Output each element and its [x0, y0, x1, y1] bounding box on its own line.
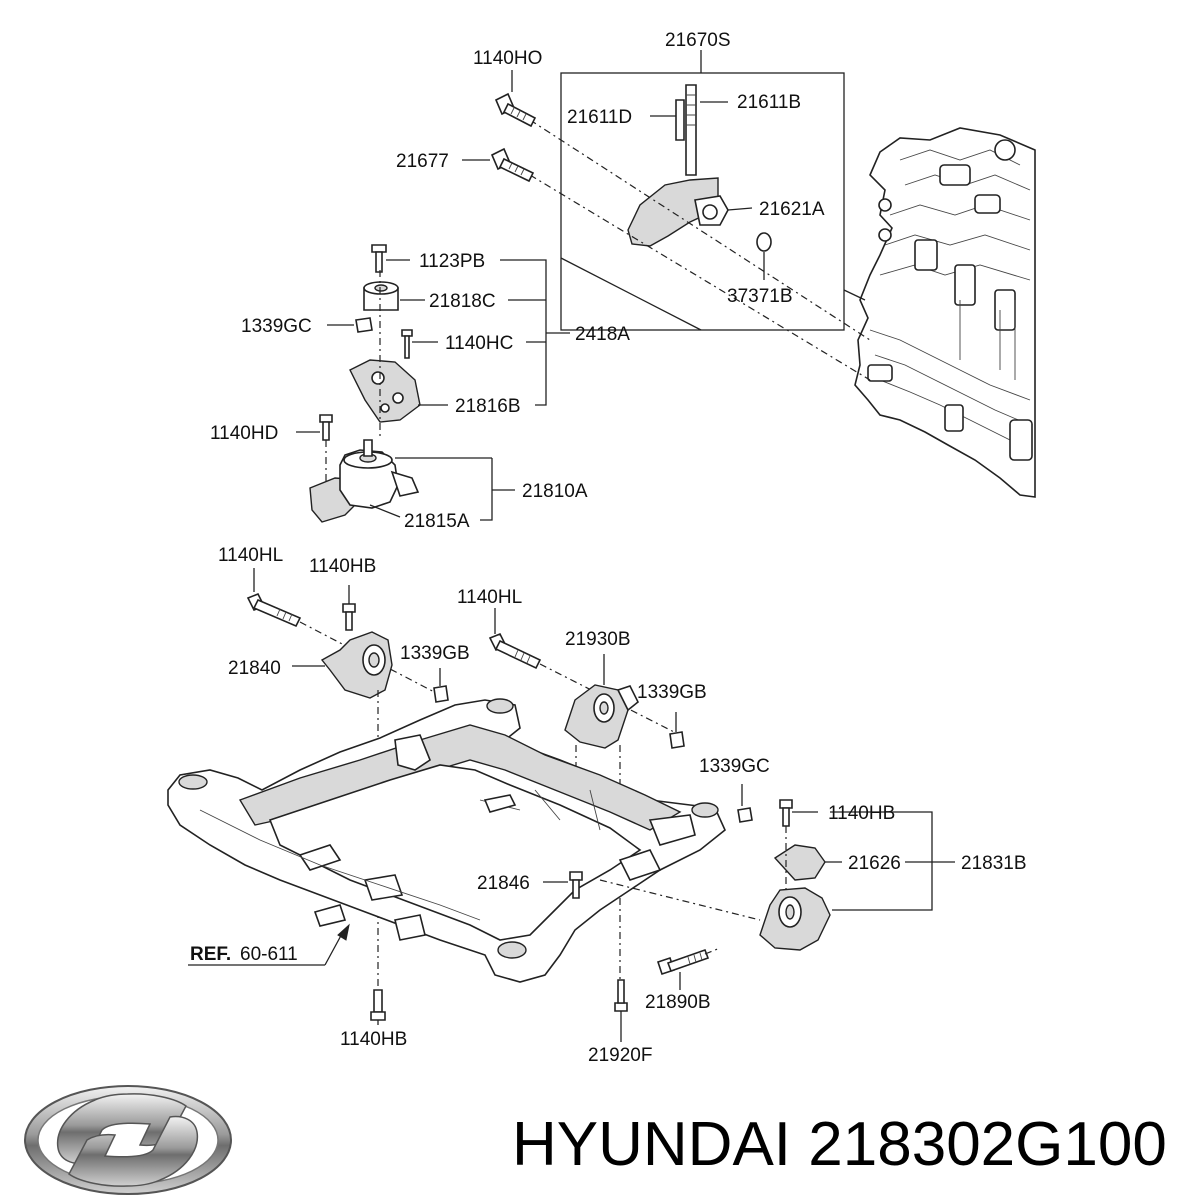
stud-21611D [675, 99, 685, 141]
label-1339GC-right: 1339GC [699, 756, 770, 777]
label-21621A: 21621A [759, 199, 825, 220]
brand-name: HYUNDAI [512, 1110, 792, 1179]
bolt-1140HO [494, 70, 537, 128]
label-21670S: 21670S [665, 30, 731, 51]
engine-mount-21810A [309, 439, 515, 523]
label-21677: 21677 [396, 151, 449, 172]
label-1140HL-mid: 1140HL [457, 587, 522, 608]
bolt-1140HB-bottom [370, 989, 386, 1025]
label-21890B: 21890B [645, 992, 711, 1013]
bolt-21890B [656, 947, 721, 990]
stud-21611B [685, 84, 697, 176]
bolt-1140HD [296, 414, 333, 520]
label-21816B: 21816B [455, 396, 521, 417]
mount-assembly-2418A [327, 244, 570, 440]
label-1339GB-left: 1339GB [400, 643, 470, 664]
label-21920F: 21920F [588, 1045, 652, 1066]
label-21611B: 21611B [737, 92, 801, 113]
bracket-group-box [560, 72, 845, 331]
label-1140HB-bottom: 1140HB [340, 1029, 407, 1050]
label-1140HB-top: 1140HB [309, 556, 376, 577]
label-1123PB: 1123PB [419, 251, 485, 272]
label-37371B: 37371B [727, 286, 793, 307]
label-1140HL-left: 1140HL [218, 545, 283, 566]
hyundai-logo [24, 1085, 232, 1195]
label-ref-number: 60-611 [240, 944, 298, 965]
mount-21831B [599, 784, 955, 951]
label-ref-prefix: REF. [190, 944, 231, 965]
subframe-illustration [167, 698, 726, 983]
label-1140HO: 1140HO [473, 48, 542, 69]
bracket-assembly-21670S [529, 50, 871, 381]
bolt-21846 [543, 871, 583, 899]
mount-21840 [246, 568, 449, 1020]
label-1140HD: 1140HD [210, 423, 278, 444]
label-21840: 21840 [228, 658, 281, 679]
label-21831B: 21831B [961, 853, 1027, 874]
label-1140HB-right: 1140HB [828, 803, 895, 824]
label-21611D: 21611D [567, 107, 632, 128]
label-21846: 21846 [477, 873, 530, 894]
label-21810A: 21810A [522, 481, 588, 502]
label-21626: 21626 [848, 853, 901, 874]
washer-37371B [756, 232, 772, 252]
label-1339GB-right: 1339GB [637, 682, 707, 703]
ref-arrow [188, 923, 350, 966]
engine-block-illustration [854, 127, 1036, 498]
label-21930B: 21930B [565, 629, 631, 650]
bolt-21677 [462, 147, 535, 183]
label-2418A: 2418A [575, 324, 630, 345]
label-1339GC-top: 1339GC [241, 316, 312, 337]
label-21818C: 21818C [429, 291, 496, 312]
label-21815A: 21815A [404, 511, 470, 532]
part-number: 218302G100 [808, 1110, 1167, 1179]
label-1140HC: 1140HC [445, 333, 513, 354]
bolt-21920F [614, 979, 628, 1042]
product-caption: HYUNDAI 218302G100 [512, 1110, 1192, 1180]
